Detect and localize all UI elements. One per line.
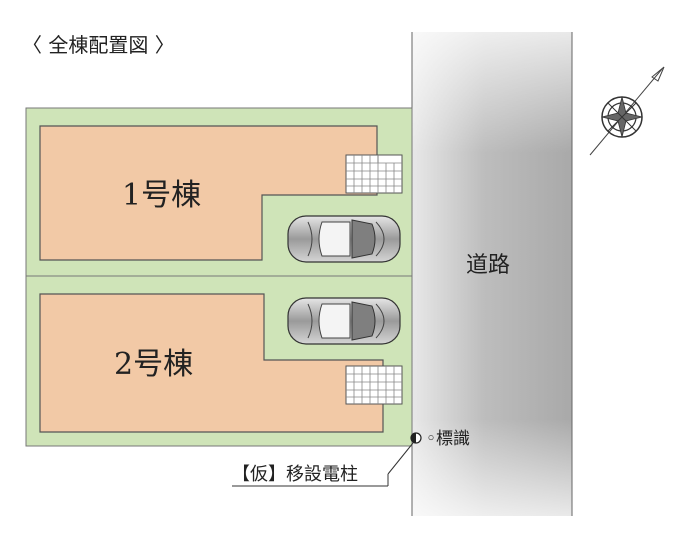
car-icon <box>287 297 401 345</box>
north-arrow-icon <box>589 66 665 156</box>
lot-2: 2号棟 <box>25 275 413 447</box>
road: 道路 <box>411 32 573 516</box>
pole-label: 【仮】移設電柱 <box>232 464 358 485</box>
page-title: 〈 全棟配置図 〉 <box>22 33 175 57</box>
building-1-label: 1号棟 <box>122 178 201 213</box>
building-2-label: 2号棟 <box>114 347 193 382</box>
car-icon <box>287 215 401 263</box>
road-label: 道路 <box>466 253 510 278</box>
lot-1: 1号棟 <box>25 107 413 277</box>
stair-grid-icon <box>345 154 403 194</box>
building-1-footprint <box>39 125 378 261</box>
marker-label: ◦標識 <box>426 429 470 449</box>
building-2-footprint <box>39 293 384 433</box>
stair-grid-icon <box>345 365 403 405</box>
leader-line <box>387 442 414 475</box>
utility-pole-icon <box>410 432 422 444</box>
